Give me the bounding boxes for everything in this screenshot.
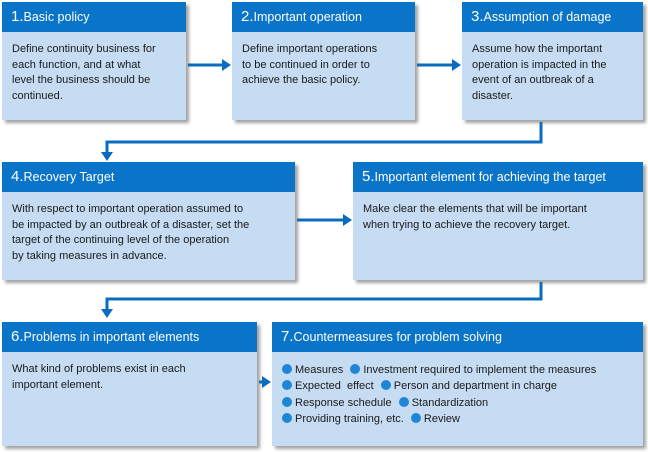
step-header: 2.Important operation — [232, 2, 415, 32]
step-title: Countermeasures for problem solving — [293, 330, 502, 344]
bullet-item: Expected effect — [295, 380, 374, 393]
step-header: 7.Countermeasures for problem solving — [272, 322, 643, 352]
step-description: Make clear the elements that will be imp… — [363, 202, 635, 233]
step-title: Assumption of damage — [483, 10, 612, 24]
description-line: by taking measures in advance. — [12, 249, 167, 262]
step-header: 5.Important element for achieving the ta… — [353, 162, 643, 192]
step-box-assumption-of-damage: 3.Assumption of damage Assume how the im… — [462, 2, 643, 120]
bullet-row: Response schedule Standardization — [282, 395, 639, 411]
bullet-row: Providing training, etc. Review — [282, 411, 639, 427]
description-line: be impacted by an outbreak of a disaster… — [12, 218, 250, 231]
arrow-3-to-4 — [105, 122, 543, 152]
bullet-item: Response schedule — [295, 396, 392, 409]
bullet-row: Measures Investment required to implemen… — [282, 362, 639, 378]
description-line: event of an outbreak of a — [472, 74, 594, 87]
step-description: Assume how the important operation is im… — [472, 42, 635, 104]
step-header: 6.Problems in important elements — [2, 322, 257, 352]
bullet-item: Providing training, etc. — [295, 413, 404, 426]
description-line: disaster. — [472, 89, 513, 102]
description-line: Define important operations — [242, 43, 378, 55]
bullet-item: Review — [423, 413, 460, 426]
bullet-icon — [350, 364, 361, 374]
description-line: to be continued in order to — [242, 58, 370, 71]
bullet-item: Standardization — [411, 396, 489, 409]
step-title: Recovery Target — [23, 170, 115, 184]
bullet-item: Measures — [295, 364, 344, 376]
description-line: when trying to achieve the recovery targ… — [363, 218, 571, 231]
step-header: 1.Basic policy — [2, 2, 186, 32]
step-title: Important operation — [253, 10, 362, 24]
description-line: With respect to important operation assu… — [12, 203, 244, 215]
step-description: What kind of problems exist in each impo… — [12, 362, 249, 393]
description-line: each function, and at what — [12, 58, 141, 71]
bullet-icon — [282, 413, 292, 424]
step-box-problems: 6.Problems in important elements What ki… — [2, 322, 257, 446]
step-title: Basic policy — [23, 10, 90, 24]
step-box-countermeasures: 7.Countermeasures for problem solving Me… — [272, 322, 643, 446]
description-line: important element. — [12, 378, 104, 391]
step-title: Problems in important elements — [23, 330, 200, 344]
bullet-icon — [398, 396, 409, 407]
arrow-5-to-6 — [105, 282, 543, 309]
bullet-row: Expected effect Person and department in… — [282, 378, 639, 394]
bullet-icon — [282, 364, 292, 374]
bullet-item: Investment required to implement the mea… — [363, 364, 597, 376]
description-line: level the business should be — [12, 74, 151, 87]
description-line: Define continuity business for — [12, 43, 156, 55]
step-box-important-element: 5.Important element for achieving the ta… — [353, 162, 643, 280]
description-line: target of the continuing level of the op… — [12, 234, 230, 247]
step-header: 4.Recovery Target — [2, 162, 295, 192]
step-header: 3.Assumption of damage — [462, 2, 643, 32]
step-description: Define important operations to be contin… — [242, 42, 407, 89]
description-line: operation is impacted in the — [472, 58, 607, 71]
bullet-icon — [380, 380, 391, 391]
bullet-icon — [282, 396, 292, 407]
step-title: Important element for achieving the targ… — [374, 170, 606, 184]
bullet-icon — [410, 413, 421, 424]
bullet-icon — [282, 380, 292, 391]
step-box-recovery-target: 4.Recovery Target With respect to import… — [2, 162, 295, 280]
step-description: With respect to important operation assu… — [12, 202, 287, 264]
step-description: Define continuity business for each func… — [12, 42, 178, 104]
description-line: Make clear the elements that will be imp… — [363, 203, 587, 215]
step-box-important-operation: 2.Important operation Define important o… — [232, 2, 415, 120]
description-line: continued. — [12, 89, 63, 102]
description-line: achieve the basic policy. — [242, 74, 361, 87]
description-line: Assume how the important — [472, 43, 603, 55]
countermeasure-list: Measures Investment required to implemen… — [282, 362, 639, 428]
step-box-basic-policy: 1.Basic policy Define continuity busines… — [2, 2, 186, 120]
bullet-item: Person and department in charge — [393, 380, 558, 393]
description-line: What kind of problems exist in each — [12, 363, 186, 375]
